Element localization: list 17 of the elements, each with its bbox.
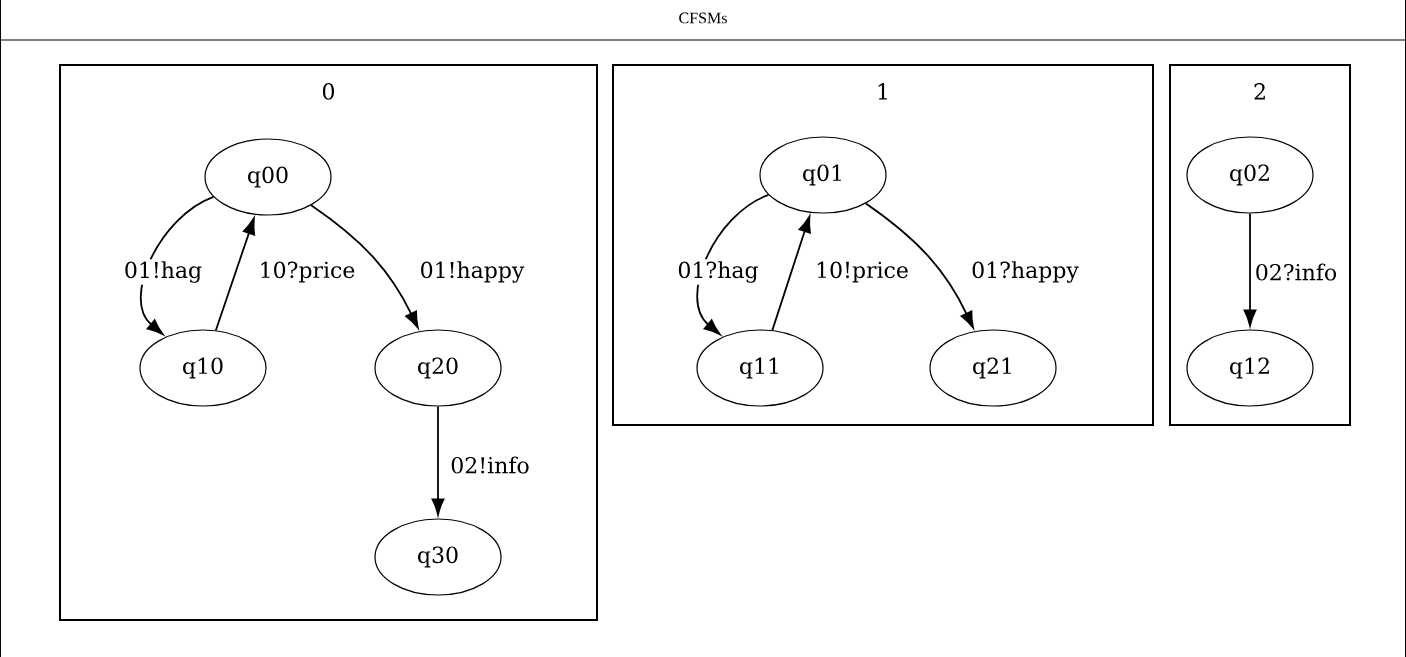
edge-label: 01!happy [417, 259, 527, 285]
edge-label: 01?hag [675, 259, 761, 285]
title: CFSMs [679, 12, 727, 24]
arrow [1243, 212, 1257, 327]
edge-label: 01?happy [969, 259, 1081, 285]
arrow [865, 202, 974, 329]
arrow [431, 405, 445, 516]
edge-label: 01!hag [121, 259, 205, 285]
arrow [215, 217, 256, 332]
arrow [139, 195, 215, 336]
edge-label: 02!info [448, 454, 532, 476]
edge-label: 02?info [1252, 261, 1340, 283]
edge-label: 10?price [256, 259, 358, 285]
arrow [310, 204, 419, 329]
edge-label: 10!price [813, 259, 911, 285]
arrow [771, 215, 811, 332]
arrow [696, 193, 770, 336]
